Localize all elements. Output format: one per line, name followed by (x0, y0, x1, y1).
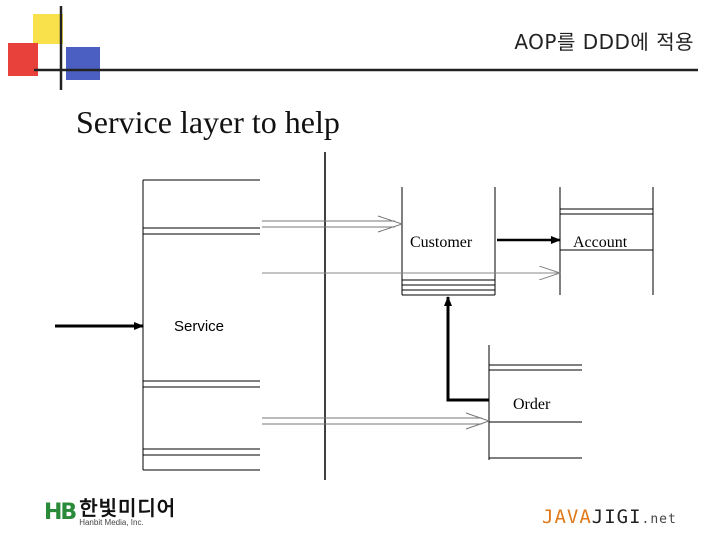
service-to-customer-arrow (262, 215, 404, 233)
publisher-name-korean: 한빛미디어 (79, 496, 177, 520)
order-label: Order (513, 396, 551, 413)
customer-label: Customer (410, 234, 473, 251)
site-logo-net: .net (641, 512, 677, 527)
order-box (488, 345, 582, 460)
site-logo-java: JAVA (542, 506, 592, 528)
publisher-mark: HB (44, 500, 77, 525)
service-label: Service (174, 318, 224, 335)
publisher-logo: HB 한빛미디어 Hanbit Media, Inc. (44, 498, 176, 527)
site-logo: JAVAJIGI.net (542, 506, 677, 528)
logo-blue-square (66, 47, 100, 80)
publisher-name-english: Hanbit Media, Inc. (79, 518, 144, 527)
account-label: Account (573, 234, 628, 251)
site-logo-jigi: JIGI (591, 506, 642, 528)
service-to-order-arrow (262, 412, 491, 430)
header-title: AOP를 DDD에 적용 (514, 30, 694, 54)
order-to-customer-arrow (444, 296, 489, 402)
customer-box (401, 187, 496, 296)
logo-yellow-square (33, 14, 63, 44)
slide-title: Service layer to help (76, 104, 340, 140)
service-box (142, 179, 260, 471)
logo-red-square (8, 43, 38, 76)
corner-logo (8, 6, 698, 90)
